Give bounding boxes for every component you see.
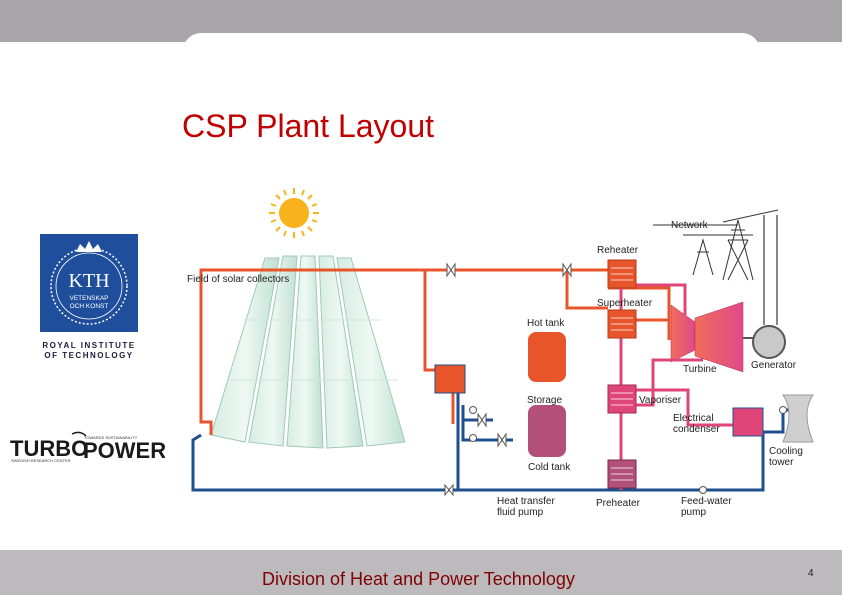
- label-turbine: Turbine: [683, 364, 717, 375]
- cold-pipe: [191, 385, 793, 492]
- solar-field: [210, 255, 406, 449]
- turbopower-logo: TURBO POWER SWEDISH RESEARCH CENTER TOWA…: [10, 428, 166, 464]
- kth-logo-text: KTH: [68, 270, 109, 292]
- bottom-band: [0, 550, 842, 595]
- power-small-text: TOWARDS SUSTAINABILITY: [84, 435, 138, 440]
- label-feed-pump: Feed-water pump: [681, 496, 732, 518]
- kth-logo-sub2: OCH KONST: [70, 303, 109, 310]
- kth-crest-icon: KTH VETENSKAP OCH KONST: [50, 241, 128, 325]
- kth-caption-line1: ROYAL INSTITUTE: [42, 341, 136, 350]
- kth-caption: ROYAL INSTITUTE OF TECHNOLOGY: [30, 341, 148, 361]
- turbine-icon: [670, 301, 753, 373]
- hot-tank-icon: [528, 332, 566, 382]
- heat-exchangers: [434, 259, 764, 489]
- label-cold-tank: Cold tank: [528, 462, 571, 473]
- label-generator: Generator: [751, 360, 797, 371]
- generator-icon: [752, 215, 786, 359]
- network-tower-icon: [653, 209, 779, 281]
- slide-title: CSP Plant Layout: [182, 108, 435, 144]
- valve-icons: [444, 262, 787, 497]
- label-reheater: Reheater: [597, 245, 639, 256]
- csp-diagram-svg: [191, 188, 814, 497]
- turbo-small-text: SWEDISH RESEARCH CENTER: [11, 458, 71, 463]
- label-htf-pump: Heat transfer fluid pump: [497, 496, 555, 518]
- csp-diagram: Field of solar collectors Network Reheat…: [183, 180, 823, 530]
- footer-division: Division of Heat and Power Technology: [262, 569, 575, 589]
- cooling-tower-icon: [782, 394, 814, 443]
- cold-tank-icon: [528, 405, 566, 457]
- sun-icon: [269, 188, 319, 238]
- label-hot-tank: Hot tank: [527, 318, 565, 329]
- kth-logo: KTH VETENSKAP OCH KONST: [40, 234, 138, 332]
- label-network: Network: [671, 220, 708, 231]
- label-condenser: Electrical condenser: [673, 413, 720, 435]
- page-number: 4: [808, 568, 814, 579]
- label-field: Field of solar collectors: [187, 274, 290, 285]
- kth-caption-line2: OF TECHNOLOGY: [44, 351, 134, 360]
- label-cooling: Cooling tower: [769, 446, 803, 468]
- label-vaporiser: Vaporiser: [639, 395, 682, 406]
- turbo-word: TURBO: [10, 436, 88, 461]
- label-storage: Storage: [527, 395, 563, 406]
- power-word: POWER: [83, 438, 165, 463]
- label-superheater: Superheater: [597, 298, 653, 309]
- kth-logo-sub1: VETENSKAP: [69, 295, 108, 302]
- label-preheater: Preheater: [596, 498, 640, 509]
